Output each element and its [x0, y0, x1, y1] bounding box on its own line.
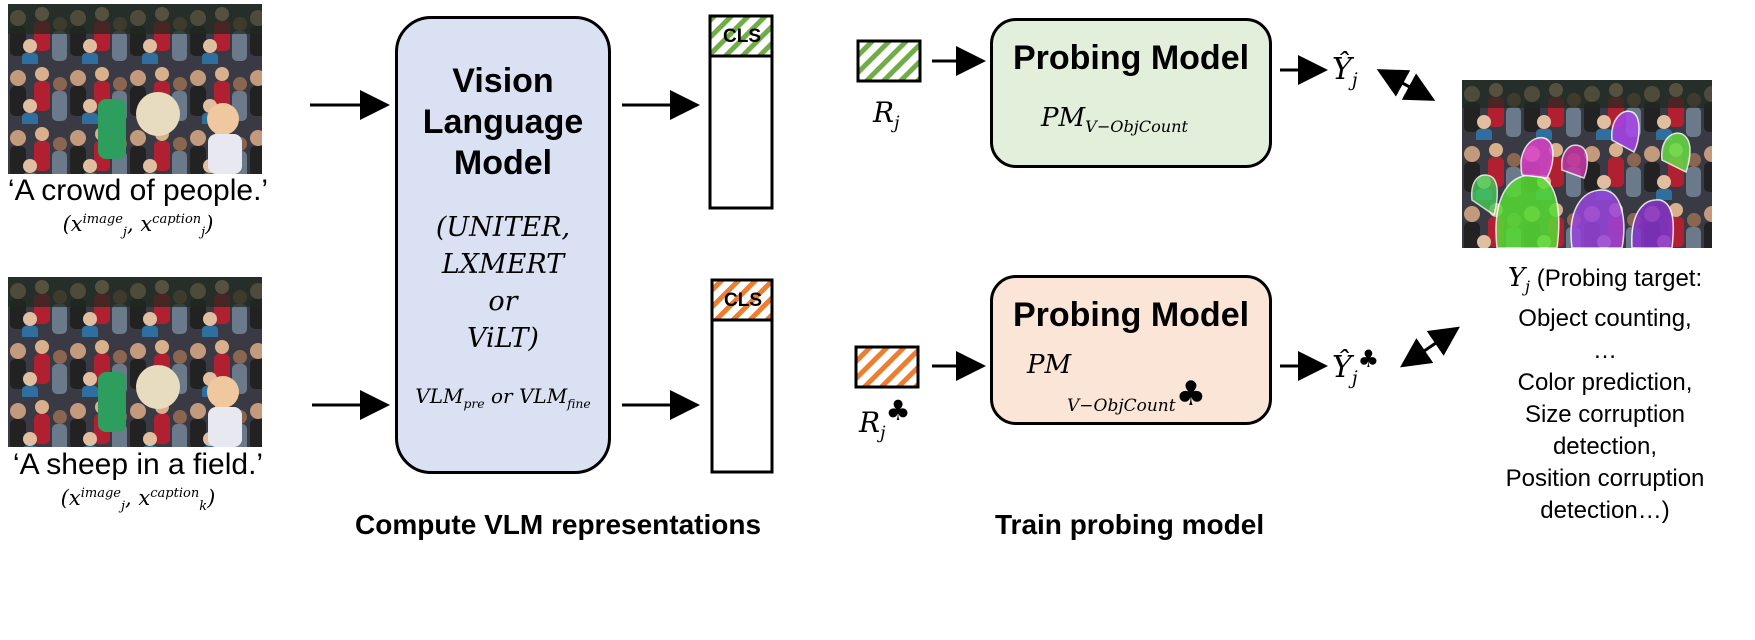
representation-column-2 [710, 278, 774, 474]
probing-model-name-1: PMV−ObjCount [1041, 103, 1189, 137]
crowd-photo [8, 4, 262, 174]
probing-model-name-2: PM [1027, 350, 1072, 380]
prediction-label-1: Ŷj [1332, 52, 1358, 91]
prediction-label-2: Ŷj♣ [1332, 345, 1380, 389]
section-label-compute: Compute VLM representations [355, 509, 762, 540]
probing-target-image [1462, 80, 1712, 248]
cls-token-label-1: CLS [723, 26, 761, 47]
caption-2: ‘A sheep in a field.’ [12, 448, 264, 481]
representation-column-1 [708, 14, 774, 210]
vlm-title: Vision Language Model [422, 62, 584, 182]
representation-label-1: Rj [873, 96, 900, 134]
arrow-prediction2-target [1400, 326, 1460, 368]
input-image-2 [8, 277, 262, 447]
input-pair-1: (ximagej, xcaptionj) [62, 212, 214, 241]
section-label-train: Train probing model [995, 509, 1265, 540]
representation-columns [708, 14, 774, 474]
segmented-crowd-photo [1462, 80, 1712, 248]
caption-1: ‘A crowd of people.’ [7, 174, 269, 207]
representation-swatch-orange [854, 345, 920, 389]
vlm-variant: VLMpre or VLMfine [415, 384, 591, 411]
probing-model-box-1: Probing Model PMV−ObjCount [990, 18, 1272, 168]
probing-model-title-2: Probing Model [1012, 296, 1250, 334]
probing-model-title-1: Probing Model [1012, 39, 1250, 77]
probing-model-box-2: Probing Model PM V−ObjCount♣ [990, 275, 1272, 425]
input-image-1 [8, 4, 262, 174]
arrow-prediction1-target [1376, 69, 1436, 101]
vision-language-model-box: Vision Language Model (UNITER, LXMERT or… [395, 16, 611, 474]
probing-model-subscript-2: V−ObjCount♣ [1067, 374, 1207, 416]
probing-target-description: Yj (Probing target: Object counting, … C… [1505, 263, 1705, 525]
vlm-model-list: (UNITER, LXMERT or ViLT) [435, 212, 571, 354]
crowd-photo [8, 277, 262, 447]
input-pair-2: (ximagej, xcaptionk) [60, 486, 216, 515]
representation-swatch-green [856, 39, 922, 83]
representation-label-2: Rj♣ [859, 394, 911, 444]
cls-token-label-2: CLS [724, 290, 762, 311]
